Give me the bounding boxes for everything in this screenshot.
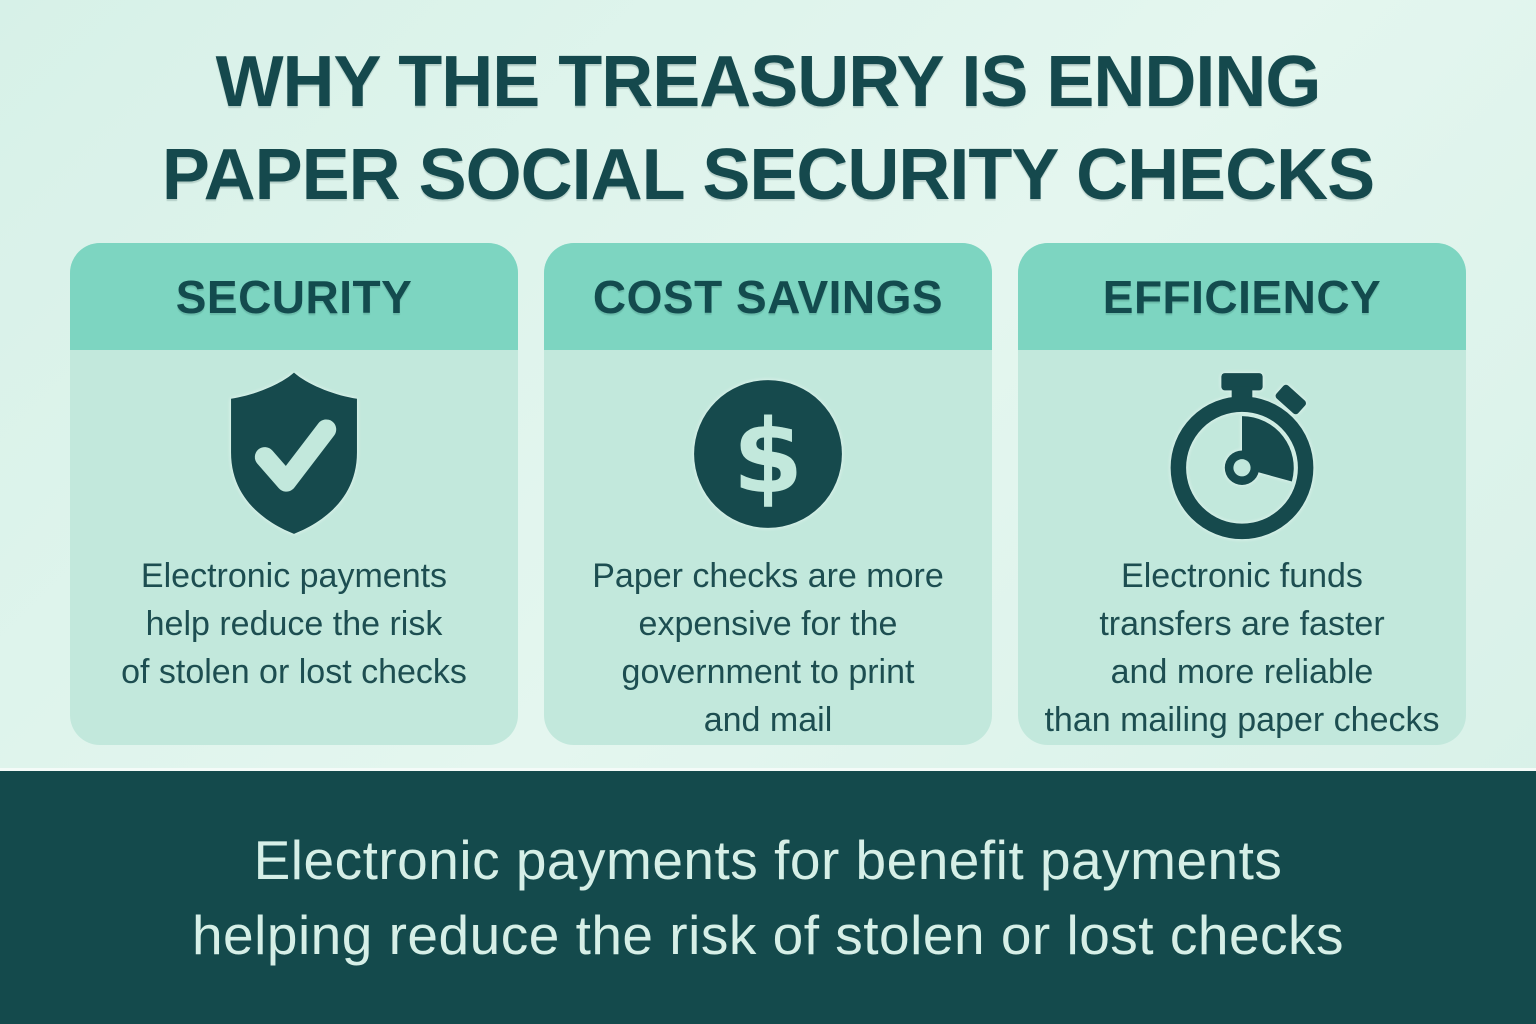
- card-efficiency-body: Electronic funds transfers are faster an…: [1018, 350, 1466, 745]
- card-text-line: of stolen or lost checks: [121, 653, 467, 691]
- dollar-circle-icon: $: [691, 360, 845, 548]
- card-security-header: SECURITY: [70, 243, 518, 350]
- title-line-2: PAPER SOCIAL SECURITY CHECKS: [161, 135, 1375, 215]
- card-efficiency-title: EFFICIENCY: [1102, 270, 1382, 323]
- shield-check-icon: [215, 360, 373, 548]
- card-efficiency-text: Electronic funds transfers are faster an…: [1044, 552, 1439, 744]
- card-text-line: than mailing paper checks: [1044, 701, 1440, 739]
- card-efficiency: EFFICIENCY Electronic funds transfers ar…: [1018, 243, 1466, 745]
- card-cost-savings-body: $ Paper checks are more expensive for th…: [544, 350, 992, 745]
- card-cost-savings: COST SAVINGS $ Paper checks are more exp…: [544, 243, 992, 745]
- card-security-title: SECURITY: [175, 270, 413, 323]
- card-text-line: expensive for the: [638, 605, 898, 643]
- footer-line-2: helping reduce the risk of stolen or los…: [191, 903, 1345, 966]
- infographic-title: WHY THE TREASURY IS ENDING PAPER SOCIAL …: [0, 36, 1536, 222]
- title-line-1: WHY THE TREASURY IS ENDING: [215, 42, 1322, 122]
- card-text-line: transfers are faster: [1099, 605, 1385, 643]
- footer-band: Electronic payments for benefit payments…: [0, 768, 1536, 1024]
- card-text-line: Electronic funds: [1121, 557, 1363, 595]
- card-efficiency-header: EFFICIENCY: [1018, 243, 1466, 350]
- card-text-line: Paper checks are more: [592, 557, 944, 595]
- card-text-line: and mail: [703, 701, 833, 739]
- benefit-cards-row: SECURITY Electronic payments help reduce…: [70, 243, 1466, 745]
- stopwatch-icon: [1156, 360, 1328, 548]
- card-security-text: Electronic payments help reduce the risk…: [121, 552, 467, 696]
- card-text-line: help reduce the risk: [145, 605, 443, 643]
- card-cost-savings-title: COST SAVINGS: [592, 270, 944, 323]
- card-text-line: Electronic payments: [140, 557, 448, 595]
- card-cost-savings-text: Paper checks are more expensive for the …: [592, 552, 944, 744]
- card-cost-savings-header: COST SAVINGS: [544, 243, 992, 350]
- card-security-body: Electronic payments help reduce the risk…: [70, 350, 518, 745]
- card-text-line: and more reliable: [1110, 653, 1374, 691]
- card-text-line: government to print: [621, 653, 915, 691]
- card-security: SECURITY Electronic payments help reduce…: [70, 243, 518, 745]
- dollar-glyph: $: [733, 398, 804, 516]
- footer-line-1: Electronic payments for benefit payments: [253, 828, 1283, 891]
